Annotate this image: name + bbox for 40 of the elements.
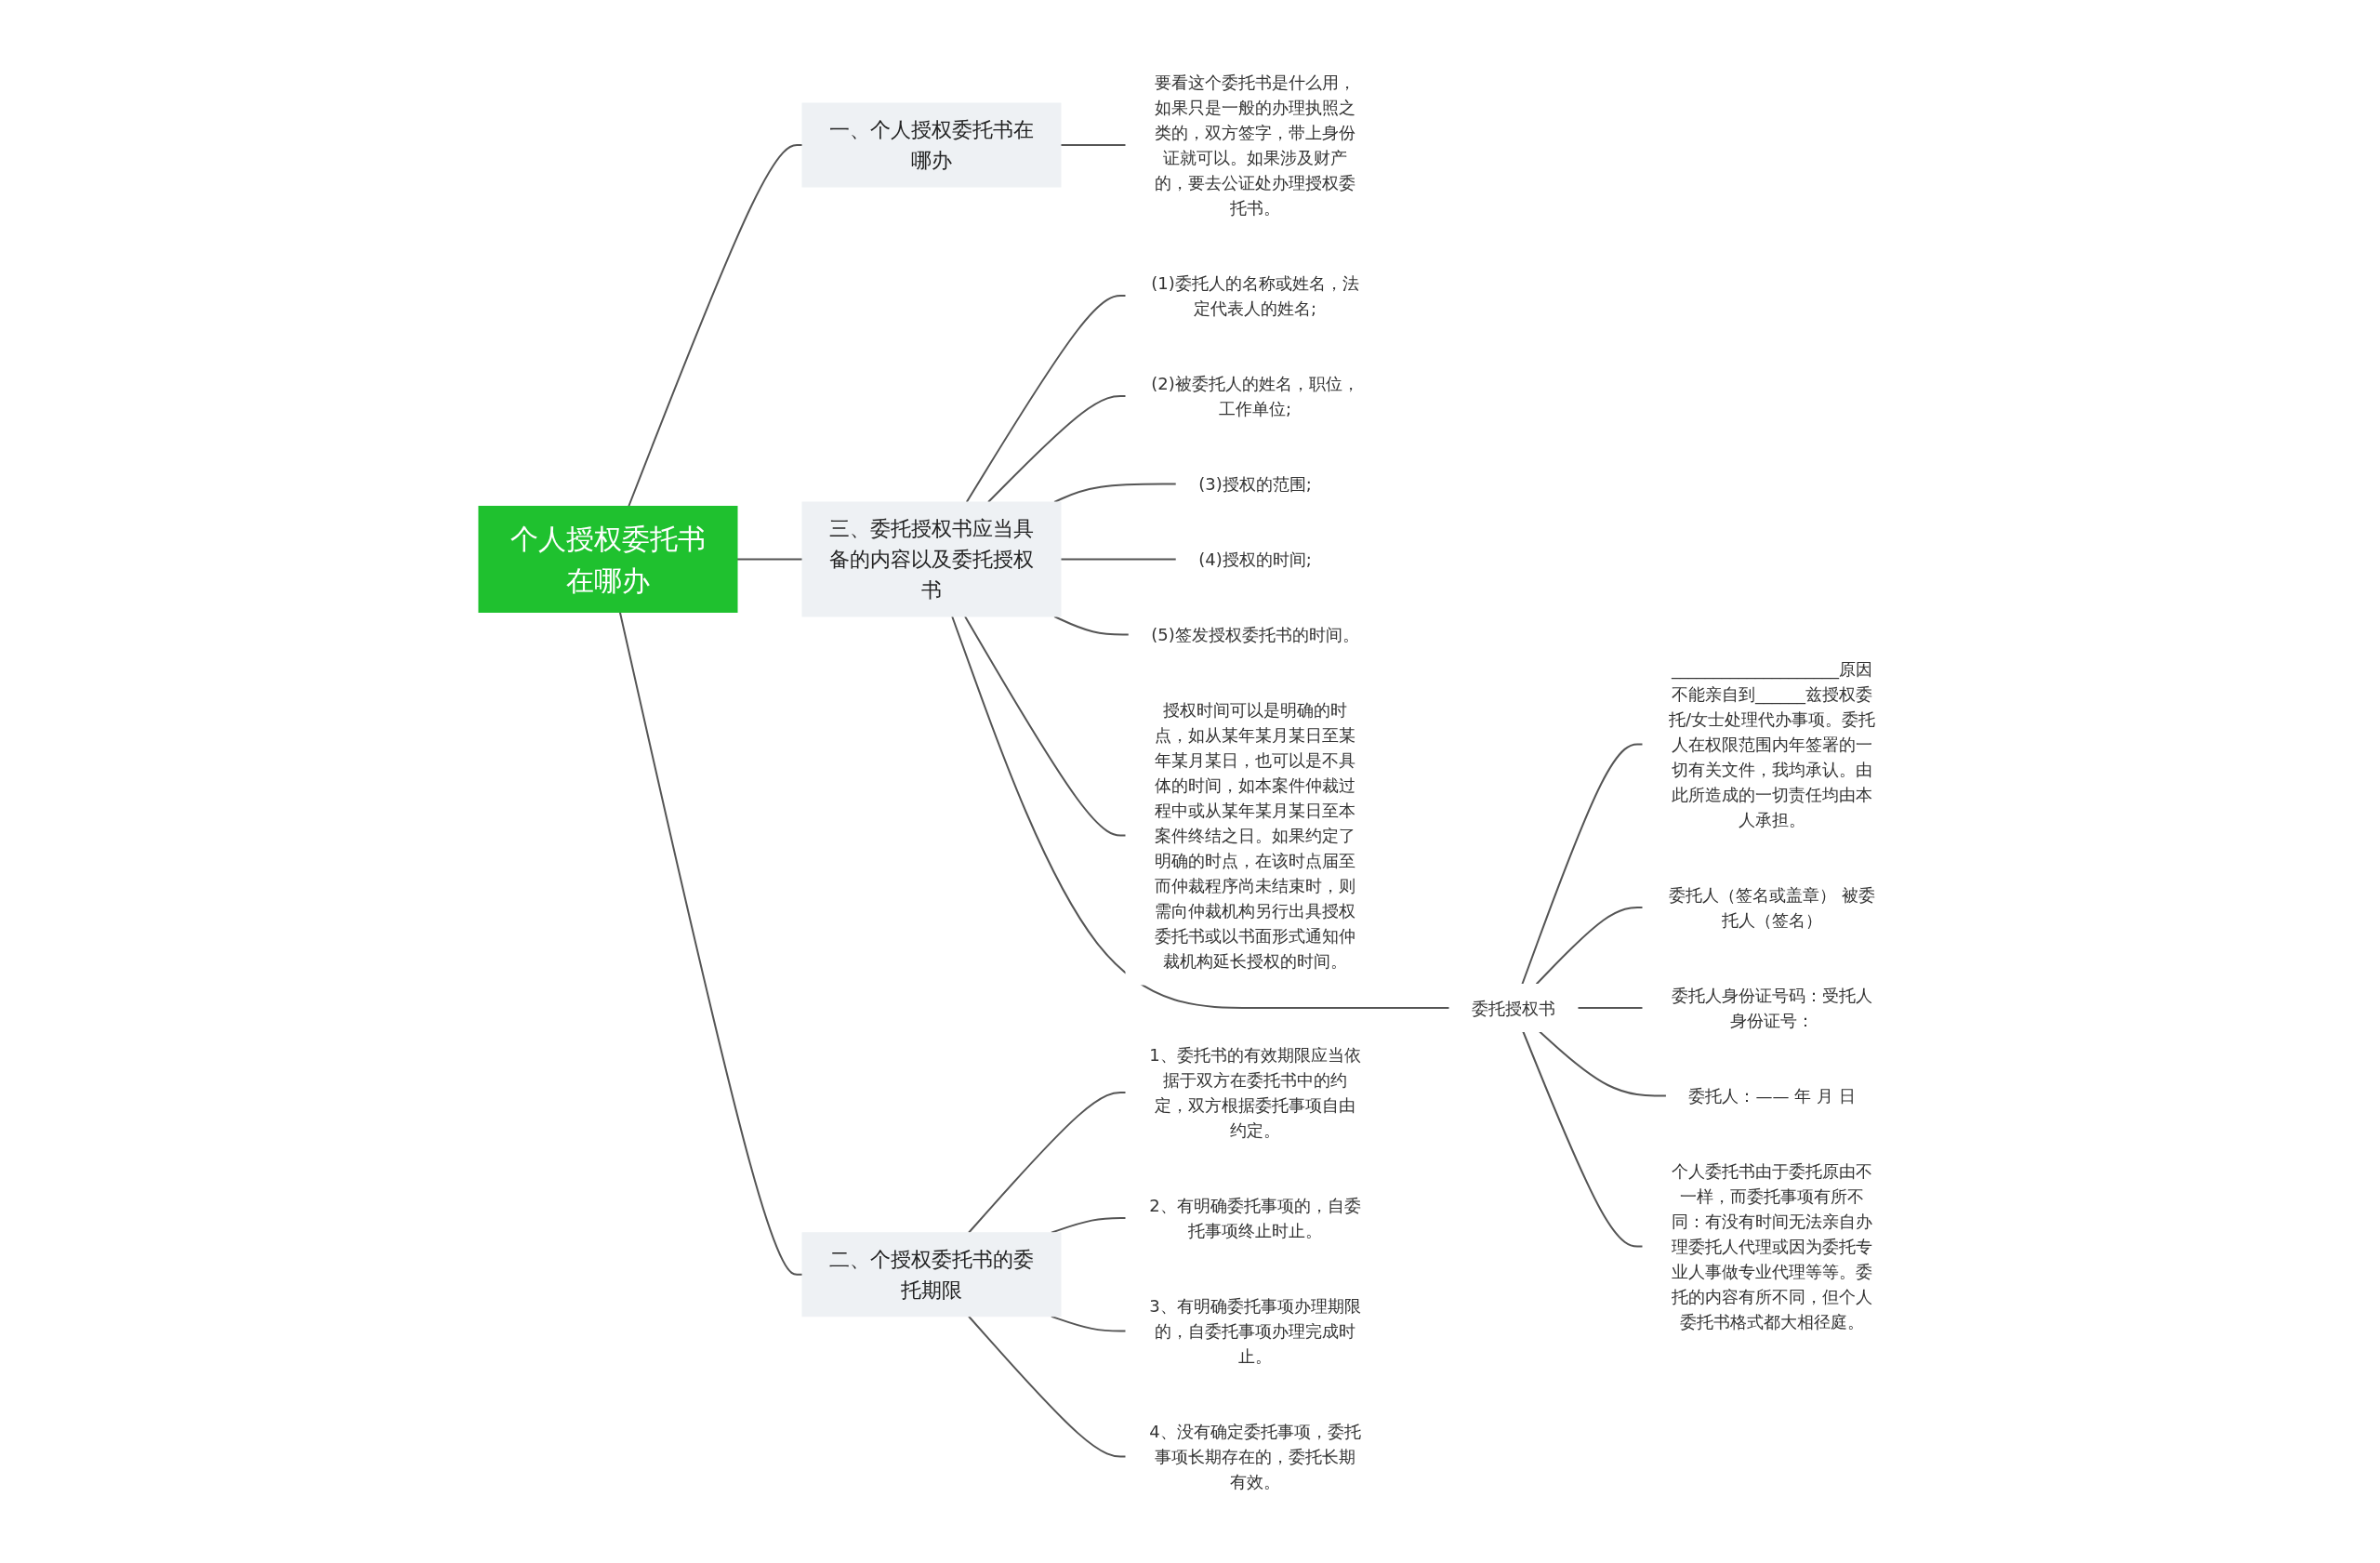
node-text: 4、没有确定委托事项，委托事项长期存在的，委托长期有效。 <box>1149 1421 1361 1491</box>
connector <box>1522 1030 1644 1247</box>
connector <box>1577 1006 1644 1009</box>
node-text: (2)被委托人的姓名，职位，工作单位; <box>1151 373 1359 418</box>
connector <box>1535 906 1644 985</box>
node-text: (5)签发授权委托书的时间。 <box>1151 624 1359 644</box>
node-text: (1)委托人的名称或姓名，法定代表人的姓名; <box>1151 272 1359 318</box>
node-text: 委托授权书 <box>1472 998 1555 1017</box>
connector <box>1053 483 1178 503</box>
node-box: 三、委托授权书应当具备的内容以及委托授权书 <box>801 501 1062 616</box>
connector <box>965 294 1127 503</box>
node-text: (4)授权的时间; <box>1198 549 1312 569</box>
node-text: 2、有明确委托事项的，自委托事项终止时止。 <box>1149 1195 1361 1240</box>
node-text: 委托人身份证号码：受托人身份证号： <box>1672 985 1872 1030</box>
node-text: 个人委托书由于委托原由不一样，而委托事项有所不同：有没有时间无法亲自办理委托人代理或因为委托专业人事做专业代理等等。委托的内容有所不同，但个人委托书格式都大相径庭。 <box>1672 1160 1872 1331</box>
connector <box>1539 1030 1668 1096</box>
node-text: 委托人（签名或盖章） 被委托人（签名） <box>1669 884 1875 930</box>
connector <box>951 615 1450 1009</box>
connector <box>968 1315 1127 1457</box>
node-box: 一、个人授权委托书在哪办 <box>801 102 1062 187</box>
connector <box>618 611 803 1276</box>
connector <box>736 558 803 560</box>
connector <box>1060 143 1127 146</box>
node-text: 要看这个委托书是什么用，如果只是一般的办理执照之类的，双方签字，带上身份证就可以。如果涉及财产的，要去公证处办理授权委托书。 <box>1155 72 1355 218</box>
connector <box>1050 1315 1127 1331</box>
connector <box>1060 558 1178 560</box>
connector <box>968 1091 1127 1234</box>
node-box: 个人授权委托书在哪办 <box>478 505 738 613</box>
node-text: 委托人：—— 年 月 日 <box>1688 1085 1856 1106</box>
connector <box>1521 743 1644 985</box>
connector <box>1053 615 1130 635</box>
node-text: 1、委托书的有效期限应当依据于双方在委托书中的约定，双方根据委托事项自由约定。 <box>1149 1044 1361 1140</box>
node-text: ____________________原因不能亲自到______兹授权委托/女士处理代办事项。委托人在权限范围内年签署的一切有关文件，我均承认。由此所造成的一切责任均由本人承担。 <box>1668 658 1876 829</box>
connector <box>986 394 1127 503</box>
node-text: (3)授权的范围; <box>1198 473 1312 494</box>
connector <box>964 615 1127 836</box>
node-text: 授权时间可以是明确的时点，如从某年某月某日至某年某月某日，也可以是不具体的时间，如本案件仲裁过程中或从某年某月某日至本案件终结之日。如果约定了明确的时点，在该时点届至而仲裁程序尚未结束时，则需向仲裁机构另行出具授权委托书或以书面形式通知仲裁机构延长授权的时间。 <box>1155 699 1355 971</box>
node-text: 3、有明确委托事项办理期限的，自委托事项办理完成时止。 <box>1149 1295 1361 1366</box>
connector <box>628 143 803 507</box>
node-box: 二、个授权委托书的委托期限 <box>801 1231 1062 1317</box>
